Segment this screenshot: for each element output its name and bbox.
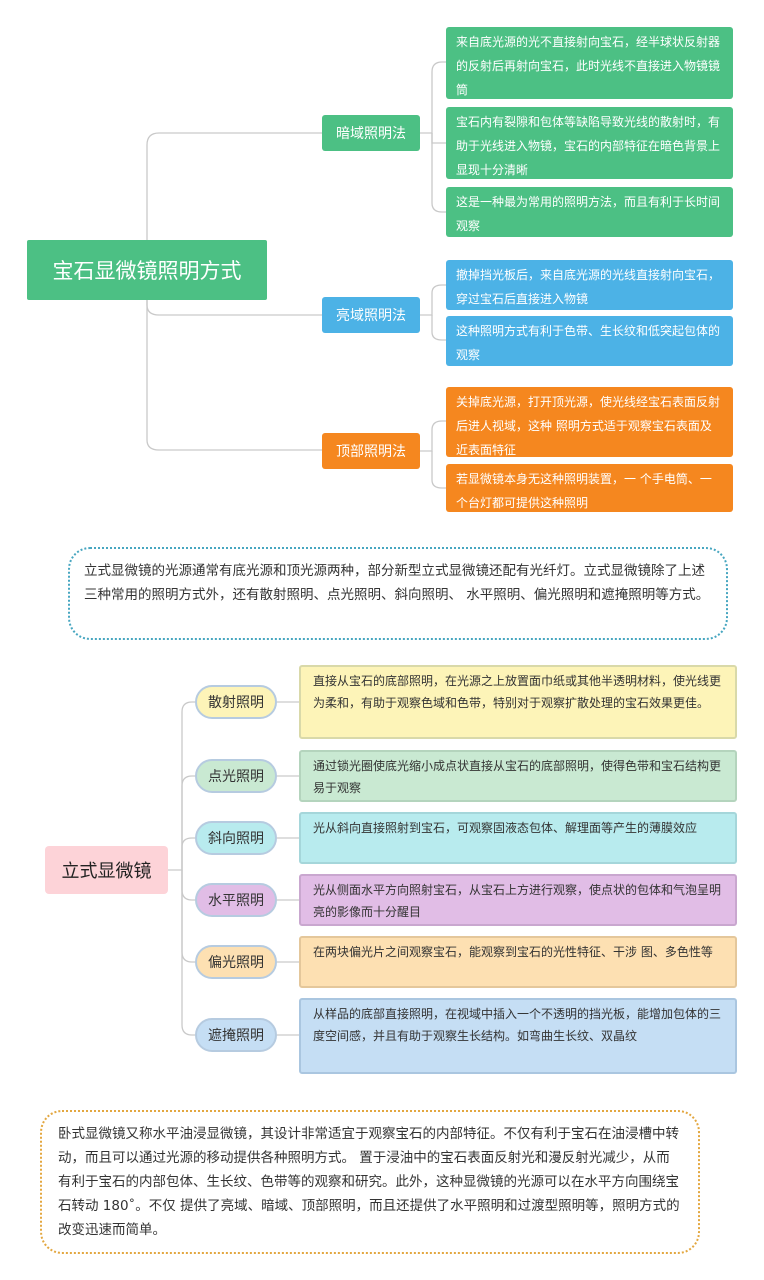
leaf-bright-field-1: 撤掉挡光板后，来自底光源的光线直接射向宝石，穿过宝石后直接进入物镜: [446, 260, 733, 310]
pill-oblique: 斜向照明: [195, 821, 277, 855]
leaf-dark-field-3: 这是一种最为常用的照明方法，而且有利于长时间观察: [446, 187, 733, 237]
desc-spot: 通过锁光圈使底光缩小成点状直接从宝石的底部照明，使得色带和宝石结构更易于观察: [299, 750, 737, 802]
pill-masking: 遮掩照明: [195, 1018, 277, 1052]
pill-polarized: 偏光照明: [195, 945, 277, 979]
pill-spot: 点光照明: [195, 759, 277, 793]
leaf-dark-field-1: 来自底光源的光不直接射向宝石，经半球状反射器的反射后再射向宝石，此时光线不直接进…: [446, 27, 733, 99]
desc-masking: 从样品的底部直接照明，在视域中插入一个不透明的挡光板，能增加包体的三度空间感，并…: [299, 998, 737, 1074]
desc-diffuse: 直接从宝石的底部照明，在光源之上放置面巾纸或其他半透明材料，使光线更为柔和，有助…: [299, 665, 737, 739]
branch-top-light: 顶部照明法: [322, 433, 420, 469]
desc-polarized: 在两块偏光片之间观察宝石，能观察到宝石的光性特征、干涉 图、多色性等: [299, 936, 737, 988]
branch-dark-field: 暗域照明法: [322, 115, 420, 151]
leaf-top-light-2: 若显微镜本身无这种照明装置，一 个手电筒、一个台灯都可提供这种照明: [446, 464, 733, 512]
note-horizontal-microscope: 卧式显微镜又称水平油浸显微镜，其设计非常适宜于观察宝石的内部特征。不仅有利于宝石…: [40, 1110, 700, 1254]
pill-horizontal: 水平照明: [195, 883, 277, 917]
leaf-top-light-1: 关掉底光源，打开顶光源，使光线经宝石表面反射后进人视域，这种 照明方式适于观察宝…: [446, 387, 733, 457]
pill-diffuse: 散射照明: [195, 685, 277, 719]
diagram2-root: 立式显微镜: [45, 846, 168, 894]
branch-bright-field: 亮域照明法: [322, 297, 420, 333]
desc-oblique: 光从斜向直接照射到宝石，可观察固液态包体、解理面等产生的薄膜效应: [299, 812, 737, 864]
leaf-dark-field-2: 宝石内有裂隙和包体等缺陷导致光线的散射时，有助于光线进入物镜，宝石的内部特征在暗…: [446, 107, 733, 179]
desc-horizontal: 光从侧面水平方向照射宝石，从宝石上方进行观察，使点状的包体和气泡呈明亮的影像而十…: [299, 874, 737, 926]
note-upright-microscope: 立式显微镜的光源通常有底光源和顶光源两种，部分新型立式显微镜还配有光纤灯。立式显…: [68, 547, 728, 640]
diagram1-root: 宝石显微镜照明方式: [27, 240, 267, 300]
leaf-bright-field-2: 这种照明方式有利于色带、生长纹和低突起包体的观察: [446, 316, 733, 366]
